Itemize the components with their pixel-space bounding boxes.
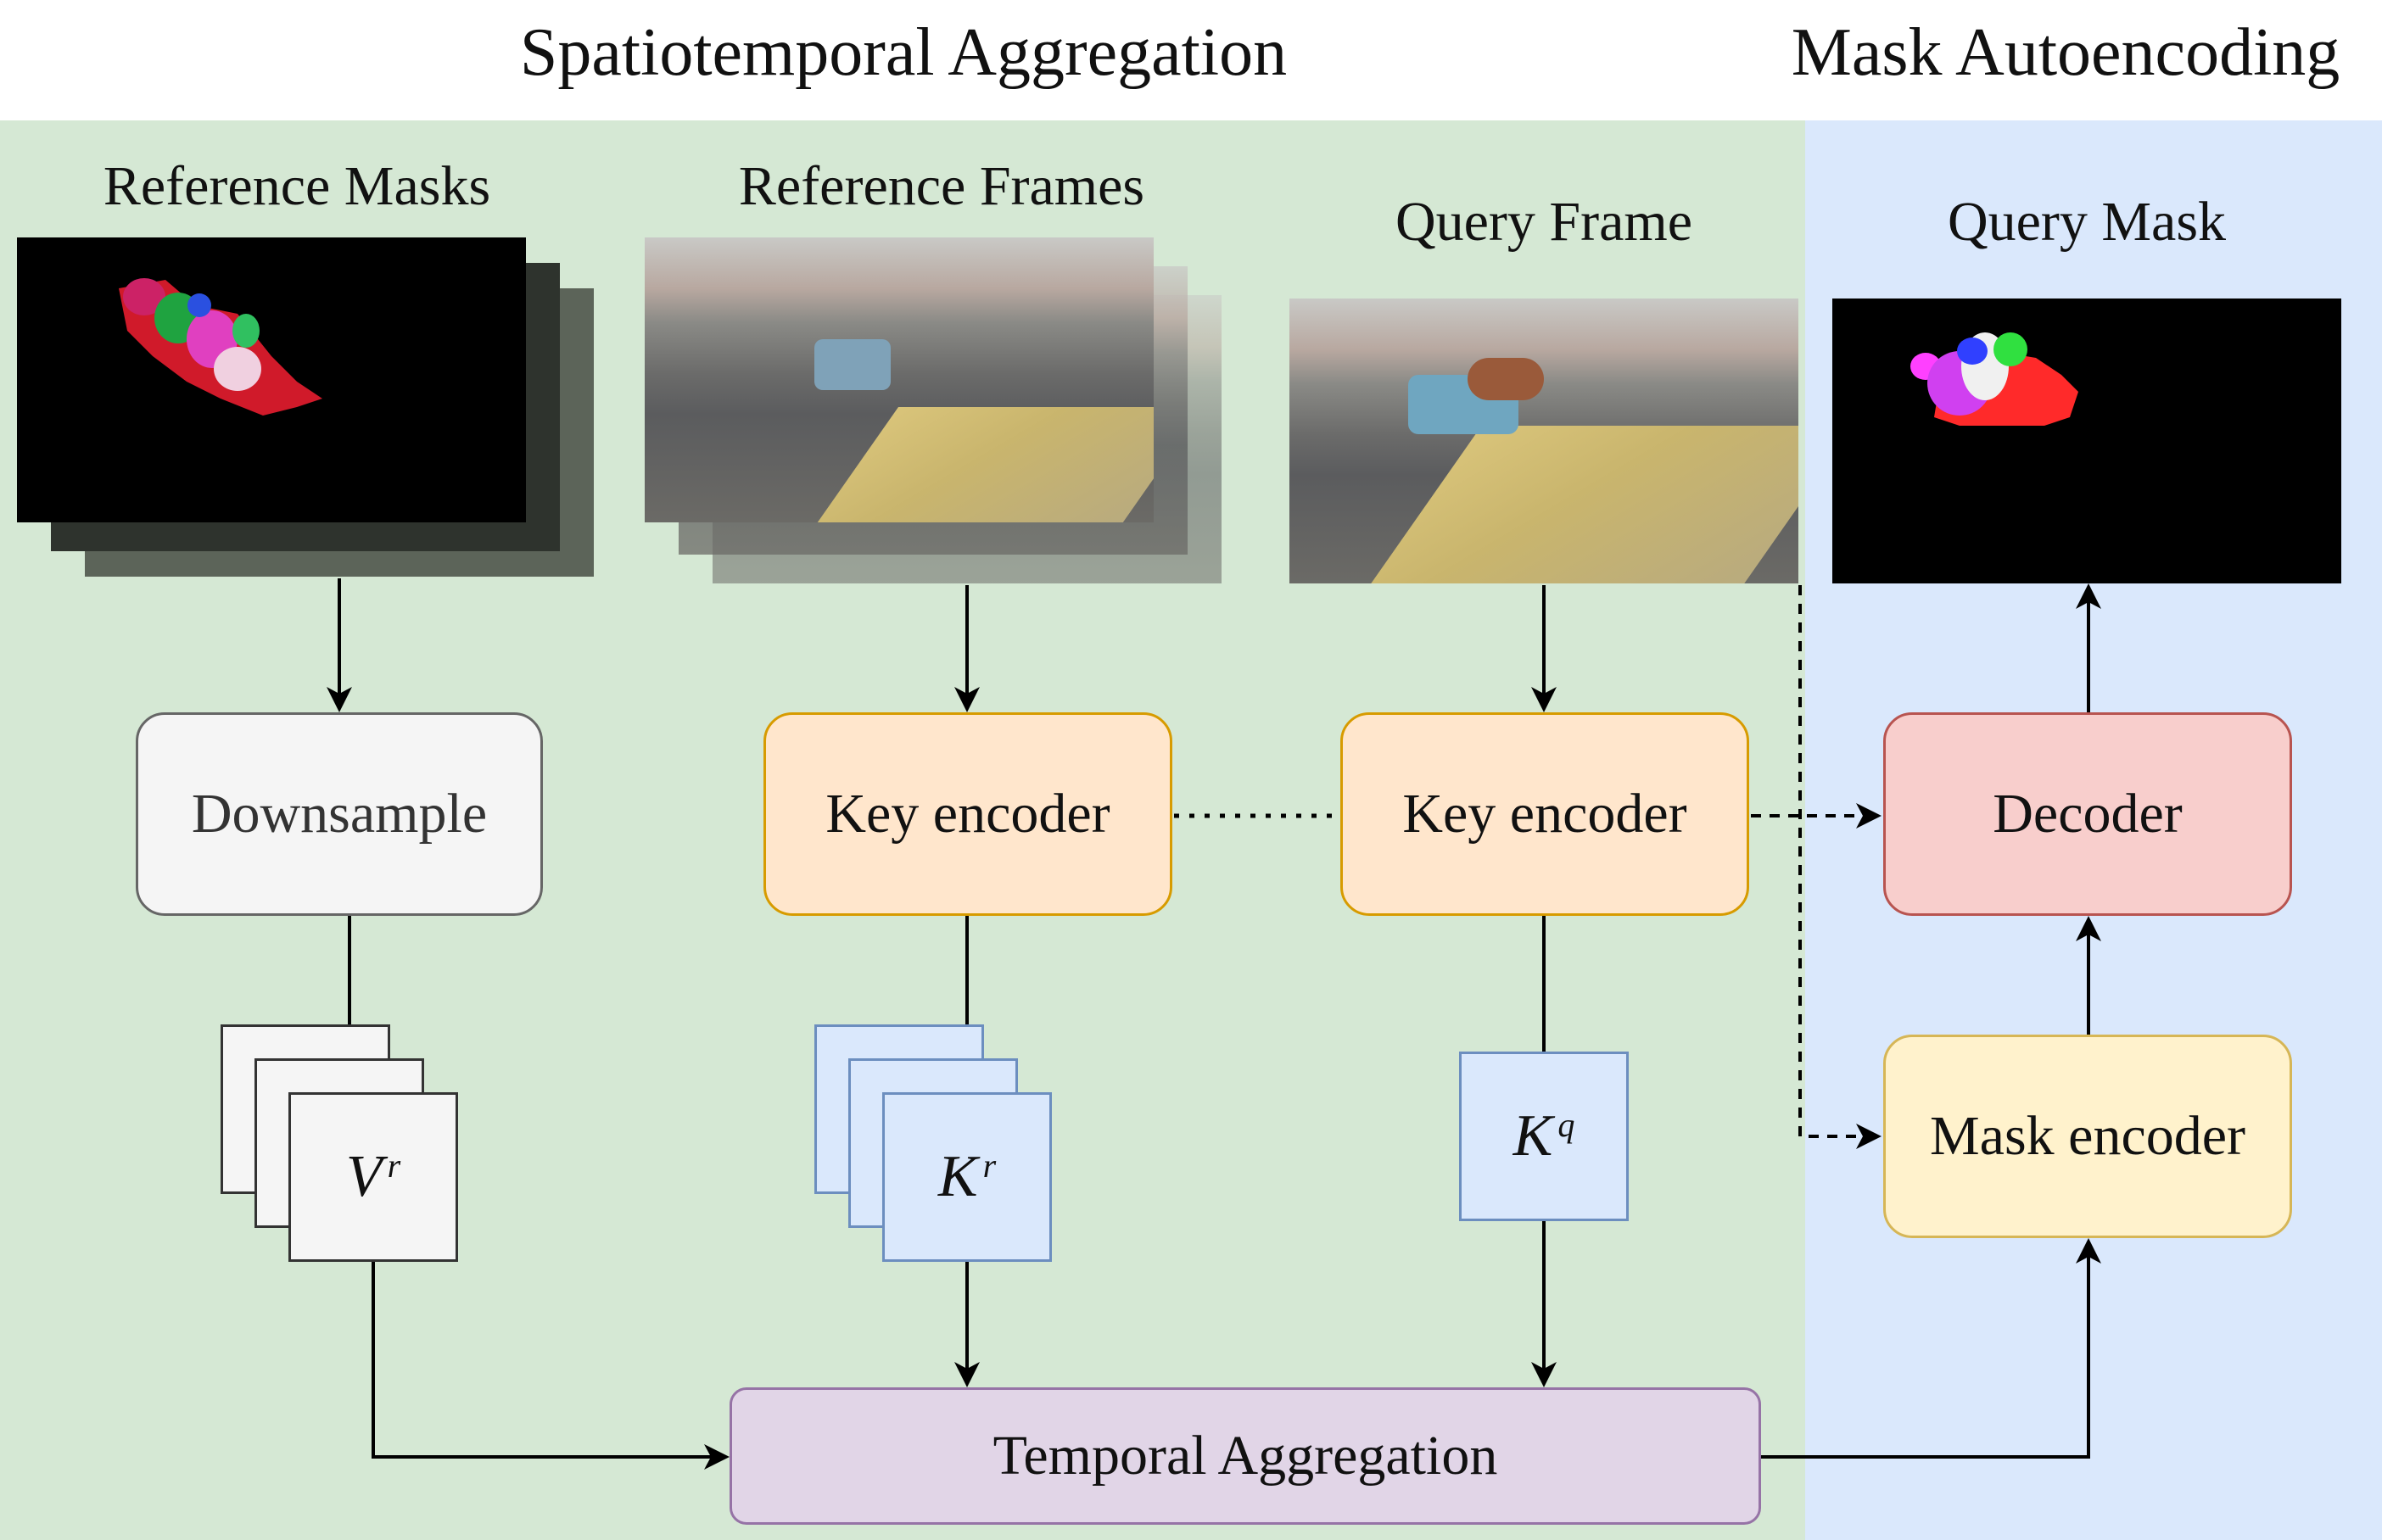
spatiotemporal-title: Spatiotemporal Aggregation [519,15,1288,90]
reference-frame-image [645,237,1154,522]
mask-encoder-block: Mask encoder [1883,1035,2292,1238]
value-ref-symbol: V [345,1144,383,1209]
mask-autoencoding-title: Mask Autoencoding [1791,15,2340,90]
key-query-symbol: K [1513,1103,1553,1169]
reference-masks-label: Reference Masks [103,155,491,217]
key-query-superscript: q [1557,1105,1575,1144]
query-mask-image [1832,299,2341,583]
query-mask-label: Query Mask [1947,191,2227,253]
query-frame-image [1289,299,1798,583]
dashed-query-frame-to-mask-encoder [1798,585,1882,1149]
key-ref-superscript: r [982,1146,997,1185]
arrow-value-to-temporal [372,1262,730,1470]
temporal-aggregation-block: Temporal Aggregation [730,1387,1761,1525]
value-ref-superscript: r [387,1146,401,1185]
reference-key-encoder-block: Key encoder [763,712,1172,916]
key-ref-symbol: K [937,1144,978,1209]
arrow-temporal-to-mask-encoder [1761,1238,2101,1459]
reference-mask-image [17,237,526,522]
decoder-block: Decoder [1883,712,2292,916]
query-key-encoder-block: Key encoder [1340,712,1749,916]
downsample-block: Downsample [136,712,543,916]
reference-frames-label: Reference Frames [738,155,1145,217]
query-frame-label: Query Frame [1395,191,1693,253]
